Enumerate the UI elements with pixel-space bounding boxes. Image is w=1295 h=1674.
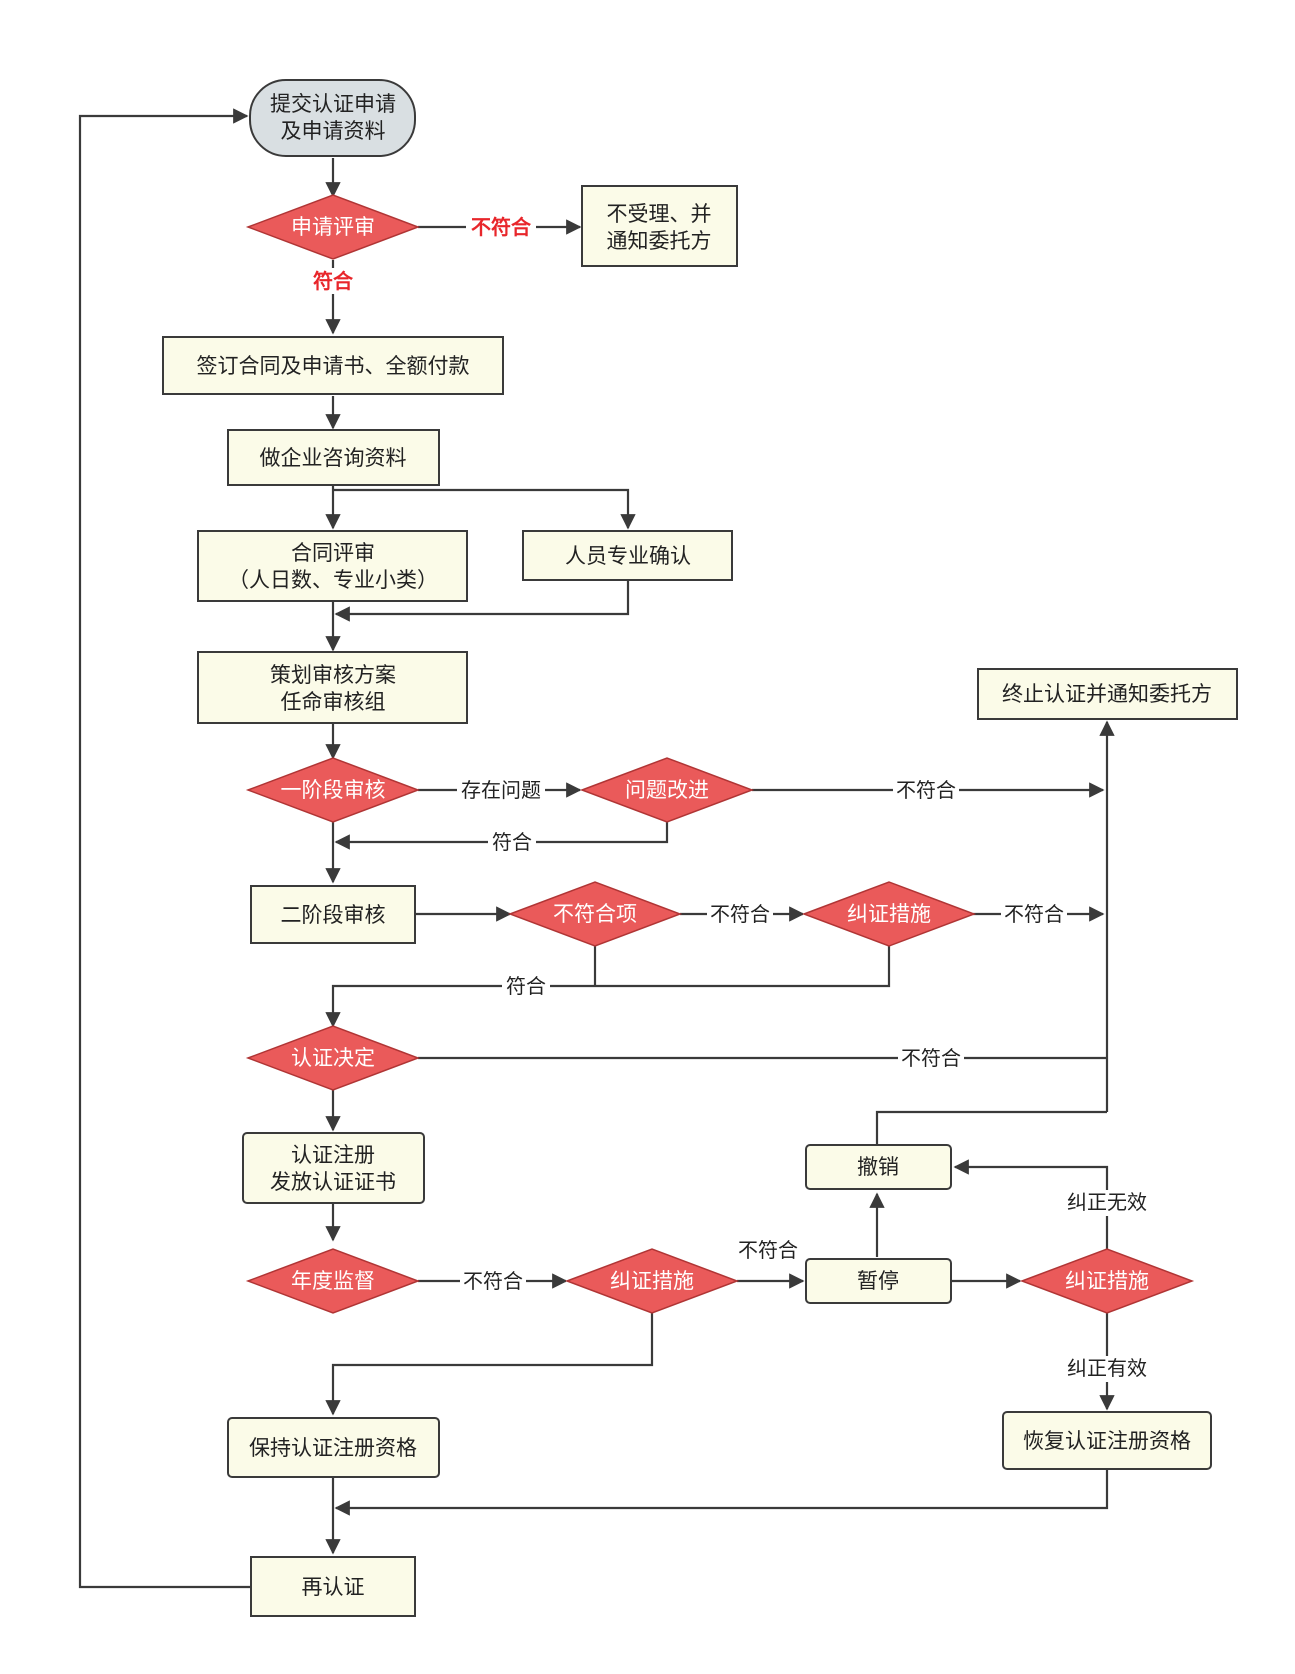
node-suspend: 暂停 (805, 1258, 952, 1304)
node-corrective3-label: 纠证措施 (1065, 1269, 1149, 1293)
node-nonconform-item: 不符合项 (507, 881, 683, 947)
edges (78, 108, 1115, 1589)
node-submit-line1: 提交认证申请 (270, 92, 396, 116)
node-submit: 提交认证申请 及申请资料 (249, 79, 416, 157)
nodes: 提交认证申请 及申请资料 申请评审 不受理、并 通知委托方 签订合同及申请书、全… (162, 79, 1238, 1617)
node-keep-label: 保持认证注册资格 (249, 1436, 417, 1460)
node-stage1: 一阶段审核 (245, 757, 421, 823)
node-stage1-label: 一阶段审核 (281, 778, 386, 802)
edge-label-review-fail: 不符合 (471, 215, 532, 239)
edge-label-has-issue: 存在问题 (461, 778, 541, 802)
node-contract-review-line2: （人日数、专业小类） (228, 568, 438, 592)
edge-label-corr1-fail: 不符合 (1004, 902, 1064, 926)
node-submit-line2: 及申请资料 (281, 119, 386, 143)
node-reject-notify: 不受理、并 通知委托方 (581, 185, 738, 267)
edge-label-review-pass: 符合 (313, 269, 354, 293)
edge-label-invalid: 纠正无效 (1067, 1190, 1147, 1214)
node-sign-contract-label: 签订合同及申请书、全额付款 (197, 354, 470, 378)
node-plan-audit-line1: 策划审核方案 (270, 663, 396, 687)
node-keep: 保持认证注册资格 (227, 1417, 440, 1478)
node-app-review-label: 申请评审 (291, 215, 375, 239)
node-corrective3: 纠证措施 (1019, 1248, 1195, 1314)
node-consult-docs-label: 做企业咨询资料 (260, 446, 407, 470)
edge-label-improve-pass: 符合 (492, 830, 532, 854)
edge-label-valid: 纠正有效 (1067, 1356, 1147, 1380)
node-sign-contract: 签订合同及申请书、全额付款 (162, 336, 504, 395)
edge-label-corr2-fail: 不符合 (738, 1238, 798, 1262)
node-app-review: 申请评审 (245, 194, 421, 260)
node-restore-label: 恢复认证注册资格 (1023, 1429, 1191, 1453)
node-corrective2-label: 纠证措施 (610, 1269, 694, 1293)
node-recert-label: 再认证 (302, 1575, 365, 1599)
node-contract-review: 合同评审 （人日数、专业小类） (197, 530, 468, 602)
node-contract-review-line1: 合同评审 (291, 541, 375, 565)
edge-label-improve-fail: 不符合 (896, 778, 956, 802)
node-register: 认证注册 发放认证证书 (242, 1132, 425, 1204)
node-recert: 再认证 (250, 1556, 416, 1617)
node-reject-notify-line1: 不受理、并 (607, 202, 712, 226)
node-stage2-label: 二阶段审核 (281, 903, 386, 927)
node-plan-audit-line2: 任命审核组 (281, 690, 386, 714)
node-improve-label: 问题改进 (625, 778, 709, 802)
node-annual-label: 年度监督 (291, 1269, 375, 1293)
node-corrective2: 纠证措施 (564, 1248, 740, 1314)
node-terminate: 终止认证并通知委托方 (977, 668, 1238, 720)
node-corrective1: 纠证措施 (801, 881, 977, 947)
node-terminate-label: 终止认证并通知委托方 (1002, 682, 1212, 706)
node-staff-confirm-label: 人员专业确认 (565, 544, 691, 568)
edge-label-stage2-pass: 符合 (506, 974, 546, 998)
node-improve: 问题改进 (579, 757, 755, 823)
node-suspend-label: 暂停 (857, 1269, 899, 1293)
node-consult-docs: 做企业咨询资料 (227, 429, 440, 486)
node-register-line2: 发放认证证书 (270, 1170, 396, 1194)
node-staff-confirm: 人员专业确认 (522, 530, 733, 581)
node-plan-audit: 策划审核方案 任命审核组 (197, 651, 468, 724)
node-revoke: 撤销 (805, 1144, 952, 1190)
node-register-line1: 认证注册 (291, 1143, 375, 1167)
edge-label-decision-fail: 不符合 (901, 1046, 961, 1070)
node-revoke-label: 撤销 (857, 1155, 899, 1179)
node-reject-notify-line2: 通知委托方 (607, 229, 712, 253)
node-nonconform-item-label: 不符合项 (553, 902, 637, 926)
node-annual: 年度监督 (245, 1248, 421, 1314)
node-decision: 认证决定 (245, 1025, 421, 1091)
node-restore: 恢复认证注册资格 (1002, 1411, 1212, 1470)
edge-label-nc-fail: 不符合 (710, 902, 770, 926)
node-decision-label: 认证决定 (291, 1046, 375, 1070)
edge-labels: 不符合 符合 存在问题 不符合 符合 不符合 不符合 符合 不符合 不符合 不符… (309, 214, 1154, 1382)
edge-label-annual-fail: 不符合 (463, 1269, 523, 1293)
node-stage2: 二阶段审核 (250, 885, 416, 944)
node-corrective1-label: 纠证措施 (847, 902, 931, 926)
